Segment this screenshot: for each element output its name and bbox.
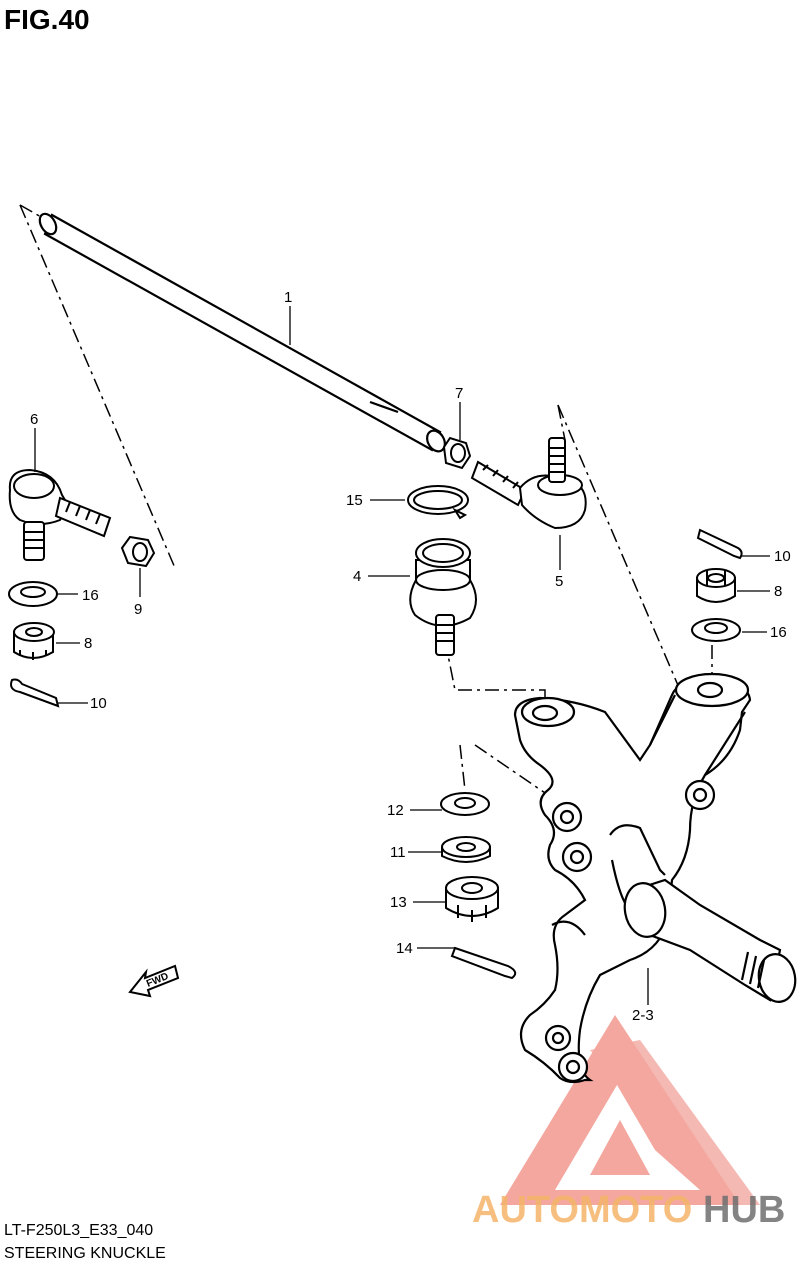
cotter-pin-10-left [10,678,60,708]
watermark-brand-part1: AUTOMOTO [472,1189,692,1231]
figure-code: LT-F250L3_E33_040 [4,1222,154,1239]
callout-8-left: 8 [84,635,92,652]
cotter-pin-10-right [696,528,743,560]
callout-8-right: 8 [774,583,782,600]
callout-6: 6 [30,411,38,428]
callout-labels: 1 7 6 15 4 5 9 16 8 10 10 8 16 12 11 13 … [30,289,791,1024]
tie-rod [38,212,446,453]
steering-knuckle-2-3 [513,672,752,1084]
callout-12: 12 [387,802,404,819]
tie-rod-end-5 [470,437,587,530]
leader-lines [34,306,770,1005]
callout-2-3: 2-3 [632,1007,654,1024]
callout-11: 11 [390,844,406,861]
callout-10-left: 10 [90,695,107,712]
watermark-brand-part2: HUB [703,1189,785,1231]
castle-nut-13 [445,876,499,922]
watermark-logo [500,1015,760,1205]
callout-5: 5 [555,573,563,590]
tie-rod-end-6 [8,468,112,561]
circlip-15 [407,485,469,520]
cotter-pin-14 [450,946,517,980]
callout-13: 13 [390,894,407,911]
figure-title: FIG.40 [4,4,90,35]
nut-9 [120,535,156,568]
callout-1: 1 [284,289,292,306]
castle-nut-8-right [696,568,736,603]
callout-9: 9 [134,601,142,618]
figure-name: STEERING KNUCKLE [4,1245,166,1262]
washer-11 [441,836,491,863]
callout-15: 15 [346,492,363,509]
fwd-arrow-icon: FWD [128,964,180,998]
callout-16-left: 16 [82,587,99,604]
callout-14: 14 [396,940,413,957]
callout-16-right: 16 [770,624,787,641]
washer-16-left [8,581,58,607]
lock-nut-7 [442,436,472,470]
castle-nut-8-left [13,622,55,660]
watermark-text: AUTOMOTO HUB [472,1189,785,1231]
spindle [623,878,797,1003]
ball-joint-4 [409,538,477,656]
callout-10-right: 10 [774,548,791,565]
callout-7: 7 [455,385,463,402]
washer-16-right [691,618,741,642]
phantom-lines [19,204,713,796]
washer-12 [440,792,490,816]
callout-4: 4 [353,568,361,585]
